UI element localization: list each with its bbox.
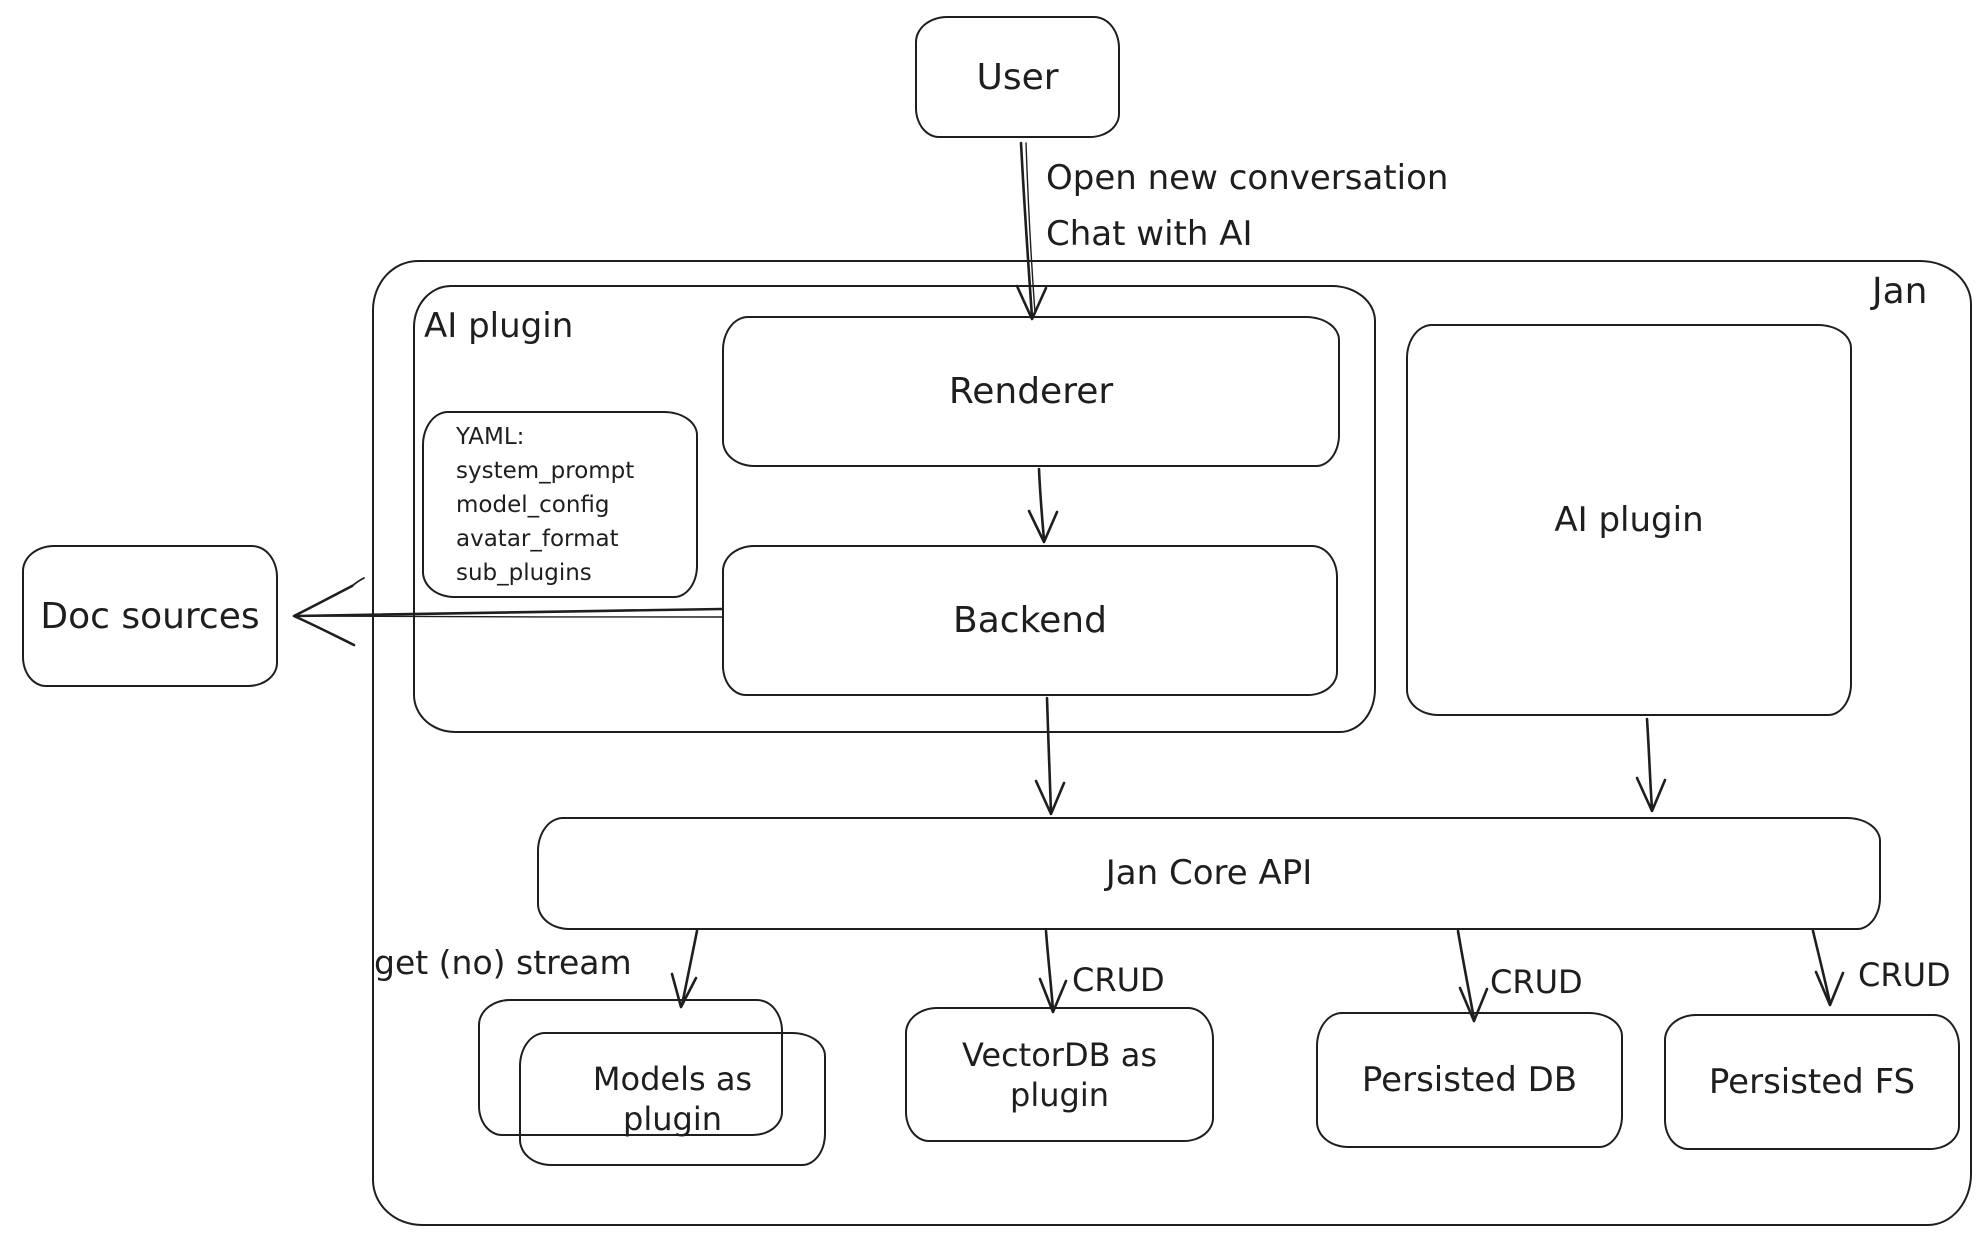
yaml-line: sub_plugins bbox=[456, 559, 592, 586]
crud-persisted-fs-label: CRUD bbox=[1858, 956, 1951, 994]
ai-plugin-group-label: AI plugin bbox=[424, 306, 574, 346]
models-as-plugin-node-back bbox=[478, 999, 783, 1136]
vectordb-as-plugin-node-label: VectorDB as plugin bbox=[961, 1035, 1157, 1114]
models-as-plugin-node-label: Models as plugin bbox=[592, 1060, 753, 1138]
yaml-line: model_config bbox=[456, 491, 610, 518]
doc-sources-node-label: Doc sources bbox=[40, 595, 260, 637]
user-node: User bbox=[915, 16, 1120, 138]
yaml-note: YAML: system_prompt model_config avatar_… bbox=[422, 411, 698, 598]
vectordb-as-plugin-node: VectorDB as plugin bbox=[905, 1007, 1214, 1142]
backend-node: Backend bbox=[722, 545, 1338, 696]
persisted-db-node-label: Persisted DB bbox=[1361, 1059, 1578, 1100]
user-node-label: User bbox=[976, 56, 1059, 98]
ai-plugin-node: AI plugin bbox=[1406, 324, 1852, 716]
jan-core-api-node: Jan Core API bbox=[537, 817, 1881, 930]
yaml-line: avatar_format bbox=[456, 525, 619, 552]
user-edge-label-line1: Open new conversation bbox=[1046, 158, 1449, 198]
ai-plugin-group-container bbox=[413, 285, 1376, 733]
crud-persisted-db-label: CRUD bbox=[1490, 963, 1583, 1001]
persisted-db-node: Persisted DB bbox=[1316, 1012, 1623, 1148]
yaml-line: system_prompt bbox=[456, 457, 635, 484]
crud-vectordb-label: CRUD bbox=[1072, 961, 1165, 999]
get-no-stream-label: get (no) stream bbox=[374, 943, 632, 982]
yaml-line: YAML: bbox=[456, 423, 525, 450]
doc-sources-node: Doc sources bbox=[22, 545, 278, 687]
yaml-note-text: YAML: system_prompt model_config avatar_… bbox=[424, 420, 696, 590]
jan-core-api-node-label: Jan Core API bbox=[1105, 853, 1313, 894]
user-edge-label: Open new conversation Chat with AI bbox=[1046, 150, 1448, 262]
user-edge-label-line2: Chat with AI bbox=[1046, 214, 1253, 254]
backend-node-label: Backend bbox=[953, 600, 1107, 641]
renderer-node-label: Renderer bbox=[948, 371, 1114, 412]
ai-plugin-node-label: AI plugin bbox=[1554, 499, 1704, 540]
renderer-node: Renderer bbox=[722, 316, 1340, 467]
jan-container bbox=[372, 260, 1972, 1226]
jan-container-label: Jan bbox=[1872, 271, 1928, 312]
models-as-plugin-node: Models as plugin bbox=[519, 1032, 826, 1166]
persisted-fs-node: Persisted FS bbox=[1664, 1014, 1960, 1150]
persisted-fs-node-label: Persisted FS bbox=[1708, 1061, 1916, 1102]
